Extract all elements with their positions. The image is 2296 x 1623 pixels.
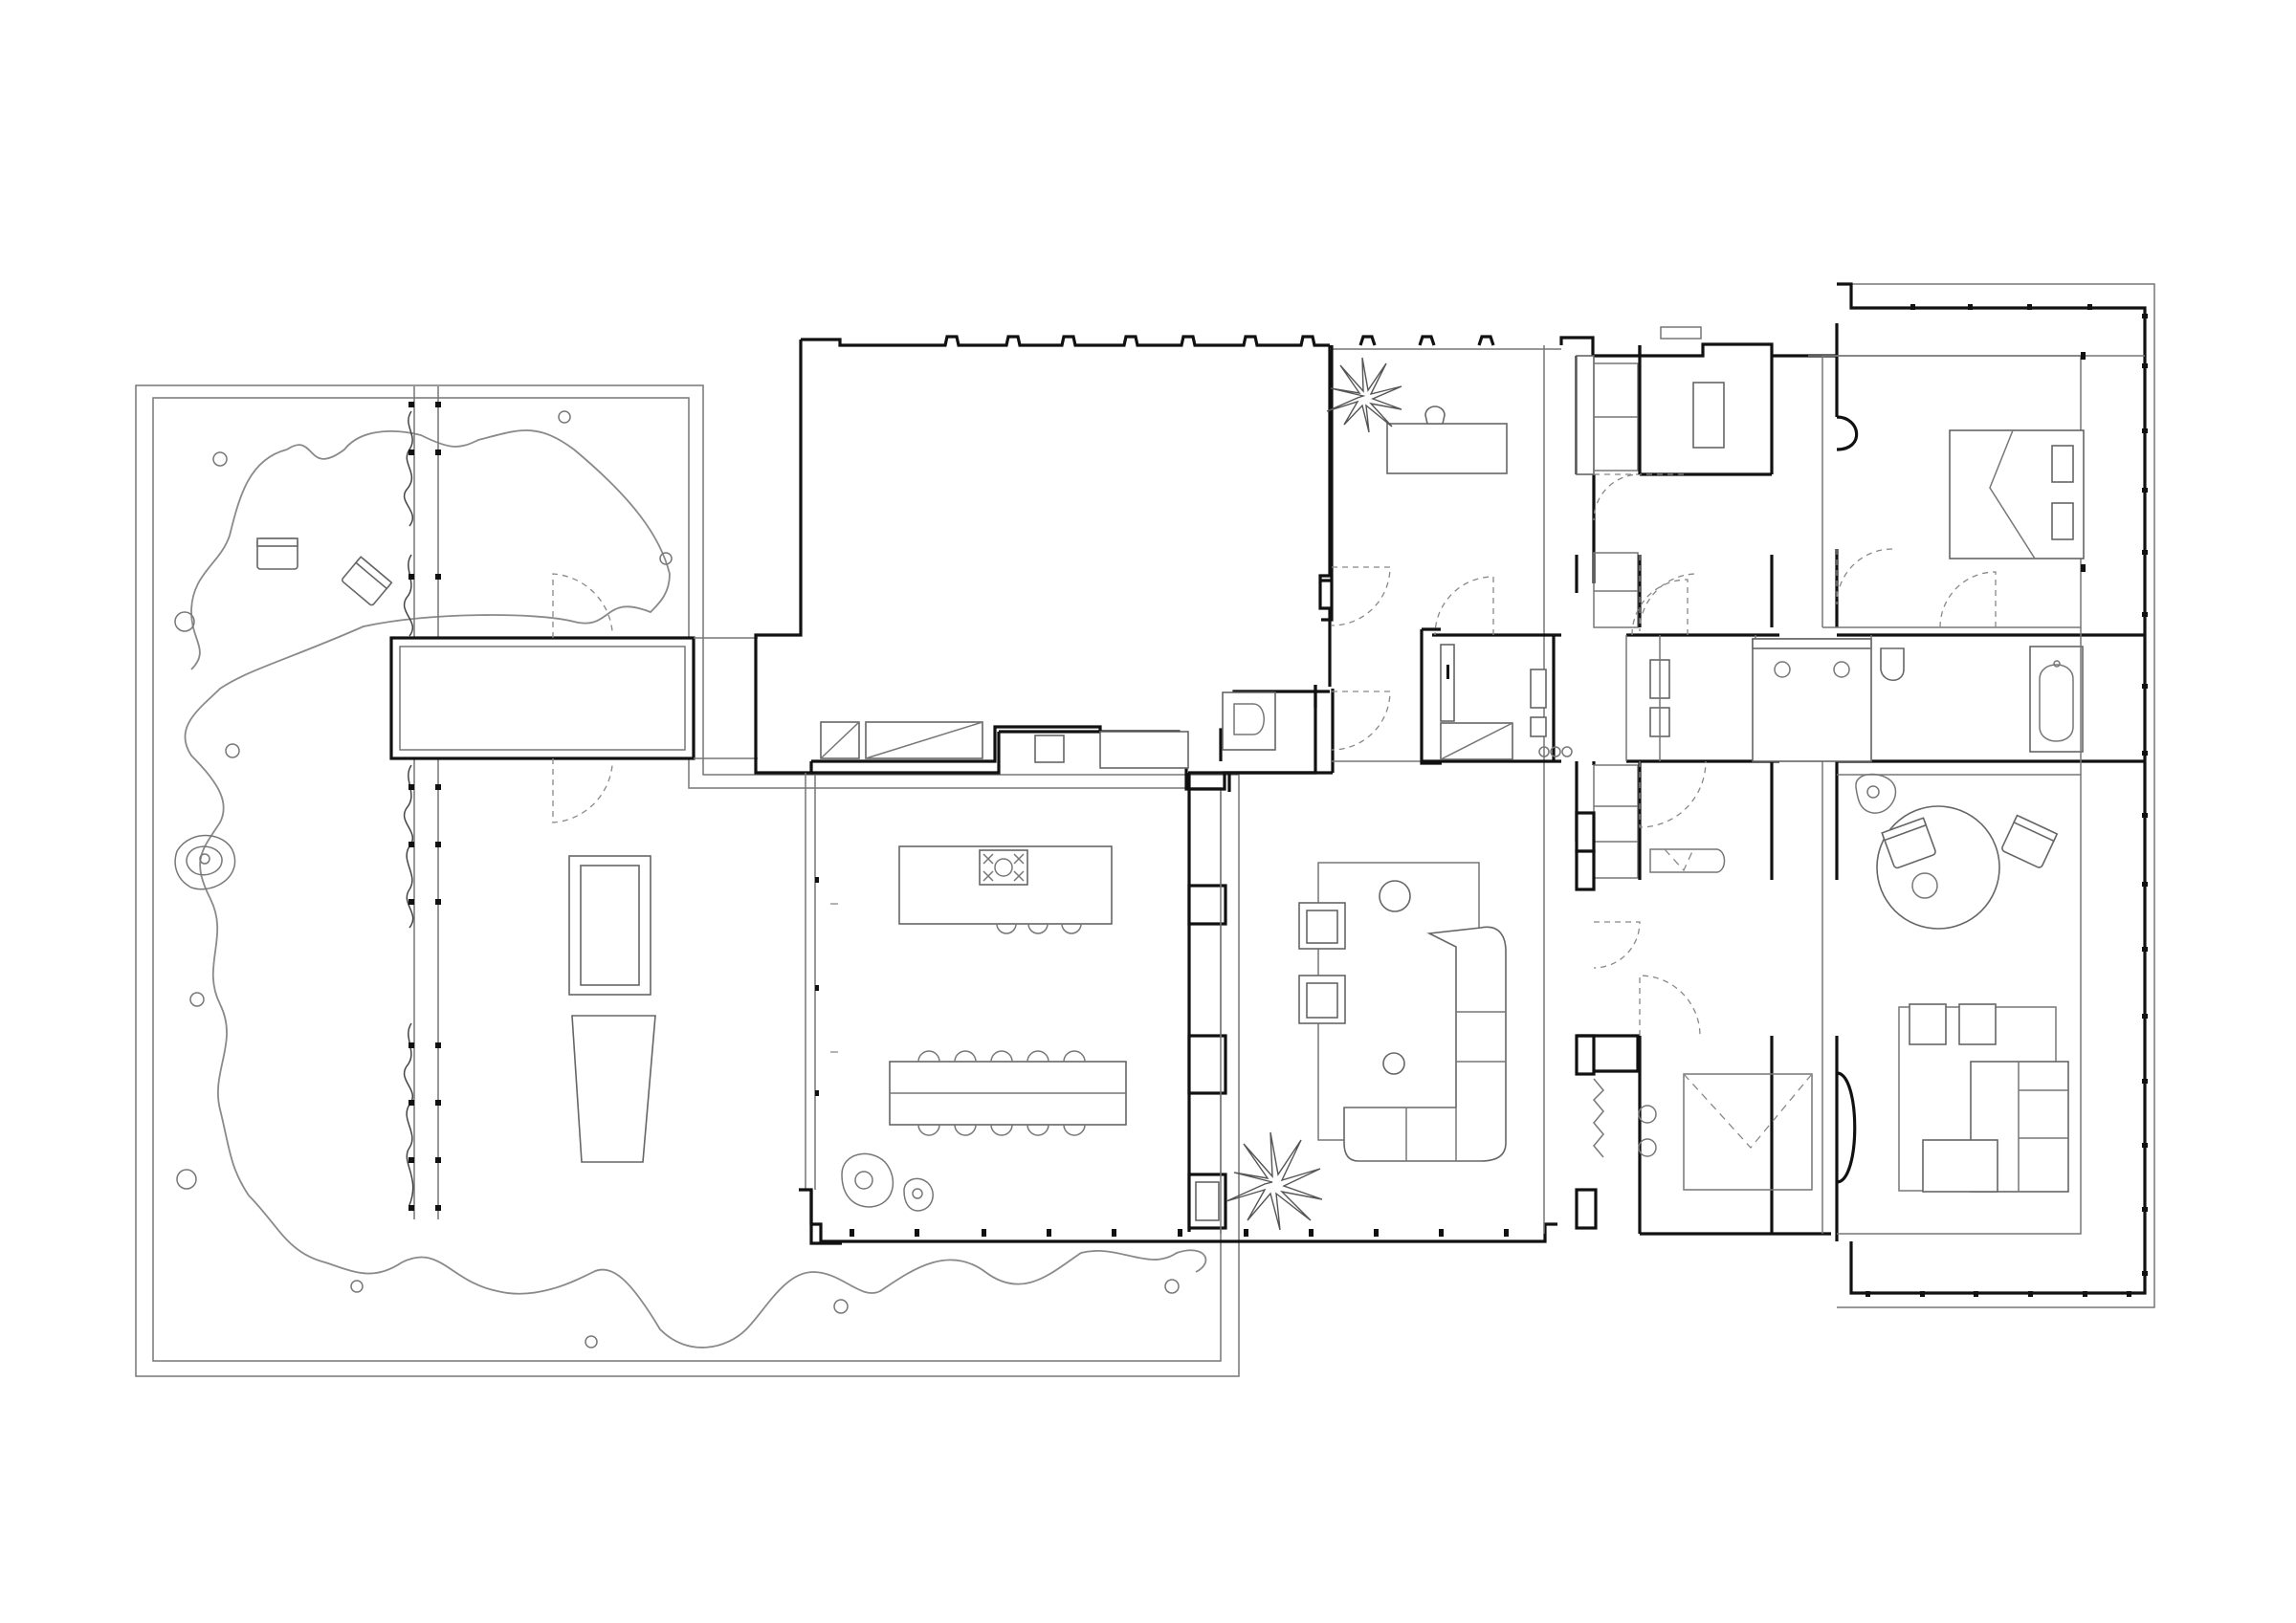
- service-core: [1420, 576, 1573, 765]
- garden-lawn-west: [190, 449, 288, 670]
- column: [1187, 884, 1227, 926]
- kitchen-counter: [820, 721, 1189, 769]
- armchair: [1298, 902, 1346, 950]
- toilet: [1880, 647, 1905, 682]
- desk: [1386, 406, 1508, 474]
- shower: [1440, 644, 1513, 760]
- potted-plant: [1326, 357, 1402, 433]
- kitchen-dining-room: [811, 721, 1231, 1232]
- pavilion: [389, 573, 758, 823]
- basin: [1692, 382, 1725, 449]
- basin: [1530, 669, 1547, 709]
- garden-terrace: [135, 384, 1240, 1377]
- column: [1187, 1034, 1227, 1095]
- central-bathrooms: [1625, 326, 1831, 1236]
- planter: [174, 835, 236, 890]
- cooktop: [979, 849, 1028, 886]
- toilet: [1222, 691, 1276, 751]
- basin: [1530, 716, 1547, 737]
- armchair: [1909, 1003, 1997, 1045]
- south-veranda-posts: [850, 1229, 1509, 1237]
- planter: [841, 1152, 934, 1212]
- wardrobe: [1576, 355, 1639, 879]
- hedge-row: [403, 386, 441, 1219]
- planter: [1855, 773, 1897, 814]
- master-wing: [1631, 282, 2155, 1308]
- hedge-posts: [408, 402, 441, 1211]
- outdoor-bench: [568, 855, 656, 1163]
- sofa: [1343, 926, 1507, 1162]
- bathtub: [2029, 646, 2084, 753]
- garden-lawn-outline: [184, 429, 1207, 1349]
- kitchen-island: [898, 845, 1113, 934]
- potted-plant: [1225, 1131, 1323, 1231]
- side-table: [1382, 1052, 1405, 1075]
- double-bed: [1949, 429, 2085, 559]
- pavilion-door-swing: [552, 573, 613, 638]
- garden-stepping-stones: [174, 410, 1180, 1349]
- dining-table: [889, 1050, 1127, 1136]
- terrace-outer-boundary: [135, 384, 1240, 1377]
- sofa: [1922, 1061, 2069, 1193]
- bathroom-basin-stand: [1649, 848, 1726, 873]
- veranda-posts: [1866, 304, 2148, 1297]
- north-facade: [801, 335, 1330, 347]
- shower: [1752, 638, 1872, 762]
- entrance-step: [799, 1188, 842, 1245]
- side-table: [1379, 880, 1411, 912]
- study-door-swing: [1331, 566, 1391, 626]
- armchair: [1298, 975, 1346, 1024]
- wardrobe-hall: [1559, 336, 1642, 1230]
- lounge-chair: [256, 537, 298, 570]
- living-room: [1220, 345, 1545, 1234]
- study-room: [1219, 345, 1508, 762]
- lounge-chair: [342, 556, 393, 606]
- bedroom-chair: [2001, 814, 2059, 868]
- bedroom-chair: [1881, 817, 1936, 869]
- north-piers-east: [1330, 335, 1561, 350]
